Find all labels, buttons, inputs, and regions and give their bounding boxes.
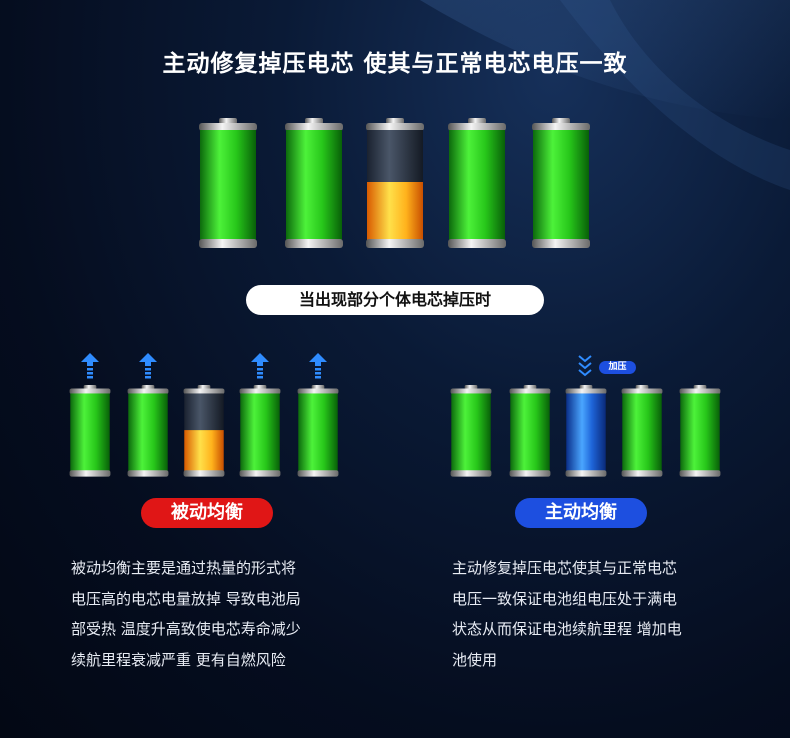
battery-full-icon (448, 118, 506, 248)
condition-label: 当出现部分个体电芯掉压时 (246, 285, 544, 315)
active-balance-tag: 主动均衡 (515, 498, 647, 528)
passive-description-line: 部受热 温度升高致使电芯寿命减少 (71, 620, 301, 638)
battery-full-icon (297, 385, 339, 477)
battery-full-icon (69, 385, 111, 477)
passive-description-line: 续航里程衰减严重 更有自燃风险 (71, 650, 286, 669)
up-arrow-icon (309, 353, 327, 379)
battery-low-icon (366, 118, 424, 248)
up-arrow-icon (139, 353, 157, 379)
battery-full-icon (127, 385, 169, 477)
passive-description: 被动均衡主要是通过热量的形式将 电压高的电芯电量放掉 导致电池局 部受热 温度升… (71, 553, 361, 675)
passive-description-line: 被动均衡主要是通过热量的形式将 (71, 559, 297, 577)
battery-charging-icon (565, 385, 607, 477)
active-description-line: 池使用 (452, 650, 498, 669)
passive-balance-tag: 被动均衡 (141, 498, 273, 528)
active-description-line: 电压一致保证电池组电压处于满电 (452, 589, 678, 608)
battery-full-icon (679, 385, 721, 477)
battery-full-icon (199, 118, 257, 248)
active-description: 主动修复掉压电芯使其与正常电芯 电压一致保证电池组电压处于满电 状态从而保证电池… (452, 553, 742, 675)
battery-low-icon (183, 385, 225, 477)
battery-full-icon (509, 385, 551, 477)
active-description-line: 主动修复掉压电芯使其与正常电芯 (452, 559, 678, 577)
battery-full-icon (450, 385, 492, 477)
battery-full-icon (239, 385, 281, 477)
up-arrow-icon (251, 353, 269, 379)
passive-description-line: 电压高的电芯电量放掉 导致电池局 (71, 589, 301, 608)
page-title: 主动修复掉压电芯 使其与正常电芯电压一致 (162, 51, 628, 77)
battery-full-icon (621, 385, 663, 477)
up-arrow-icon (81, 353, 99, 379)
battery-full-icon (285, 118, 343, 248)
down-chevron-icon (578, 355, 592, 377)
pressurize-badge: 加压 (599, 361, 636, 374)
active-description-line: 状态从而保证电池续航里程 增加电 (452, 620, 682, 638)
battery-full-icon (532, 118, 590, 248)
